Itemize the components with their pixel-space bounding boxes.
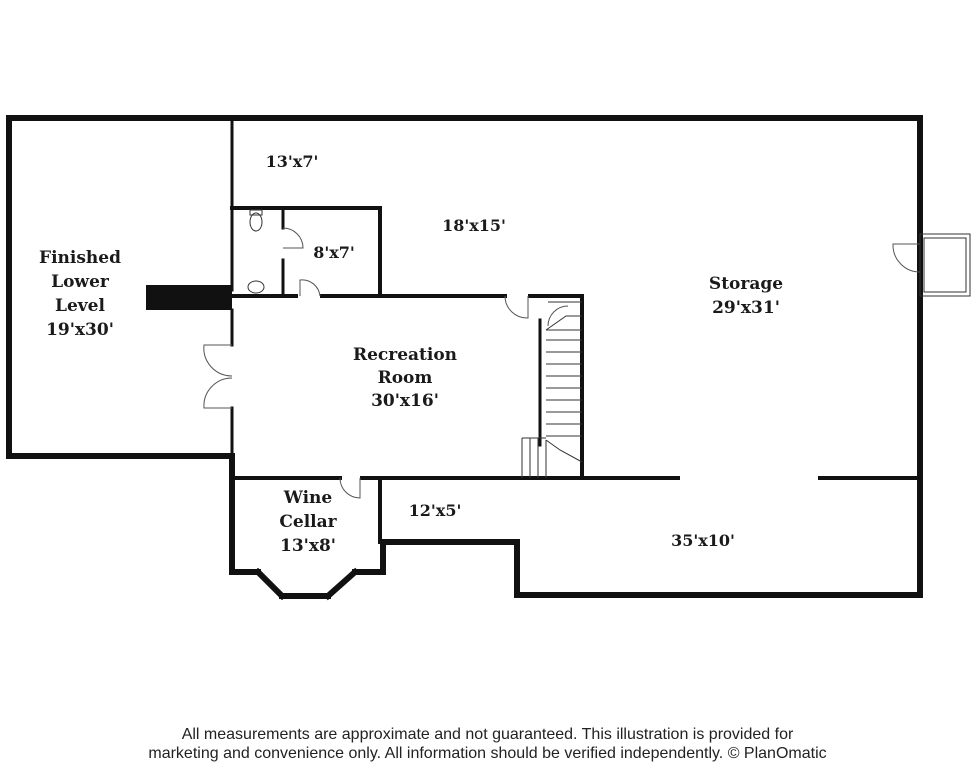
bath-8x7-dims: 8'x7': [313, 243, 355, 262]
storage-name: Storage: [709, 274, 783, 294]
finished-lower-level-label: Finished Lower Level 19'x30': [39, 248, 121, 340]
fireplace-block: [146, 285, 232, 310]
area-35x10-dims: 35'x10': [671, 531, 735, 550]
storage-label: Storage 29'x31': [709, 274, 783, 318]
recreation-room-line2: Room: [378, 368, 433, 388]
disclaimer-line1: All measurements are approximate and not…: [181, 726, 794, 743]
recreation-room-dims: 30'x16': [371, 391, 439, 411]
interior-walls: [230, 116, 922, 544]
recreation-room-label: Recreation Room 30'x16': [353, 345, 457, 411]
finished-lower-level-line1: Finished: [39, 248, 121, 268]
wine-cellar-label: Wine Cellar 13'x8': [279, 488, 337, 556]
finished-lower-level-line3: Level: [55, 296, 105, 316]
finished-lower-level-line2: Lower: [51, 272, 110, 292]
exterior-walls: [6, 115, 923, 601]
finished-lower-level-dims: 19'x30': [46, 320, 114, 340]
staircase: [521, 301, 583, 478]
area-18x15-dims: 18'x15': [442, 216, 506, 235]
recreation-room-line1: Recreation: [353, 345, 457, 365]
wine-cellar-line1: Wine: [283, 488, 333, 508]
wine-cellar-line2: Cellar: [279, 512, 337, 532]
doors: [203, 227, 971, 499]
storage-dims: 29'x31': [712, 298, 780, 318]
area-12x5-dims: 12'x5': [409, 501, 462, 520]
wine-cellar-dims: 13'x8': [280, 536, 336, 556]
area-13x7-dims: 13'x7': [266, 152, 319, 171]
bath-fixtures: [247, 209, 265, 294]
disclaimer-line2: marketing and convenience only. All info…: [148, 745, 827, 762]
